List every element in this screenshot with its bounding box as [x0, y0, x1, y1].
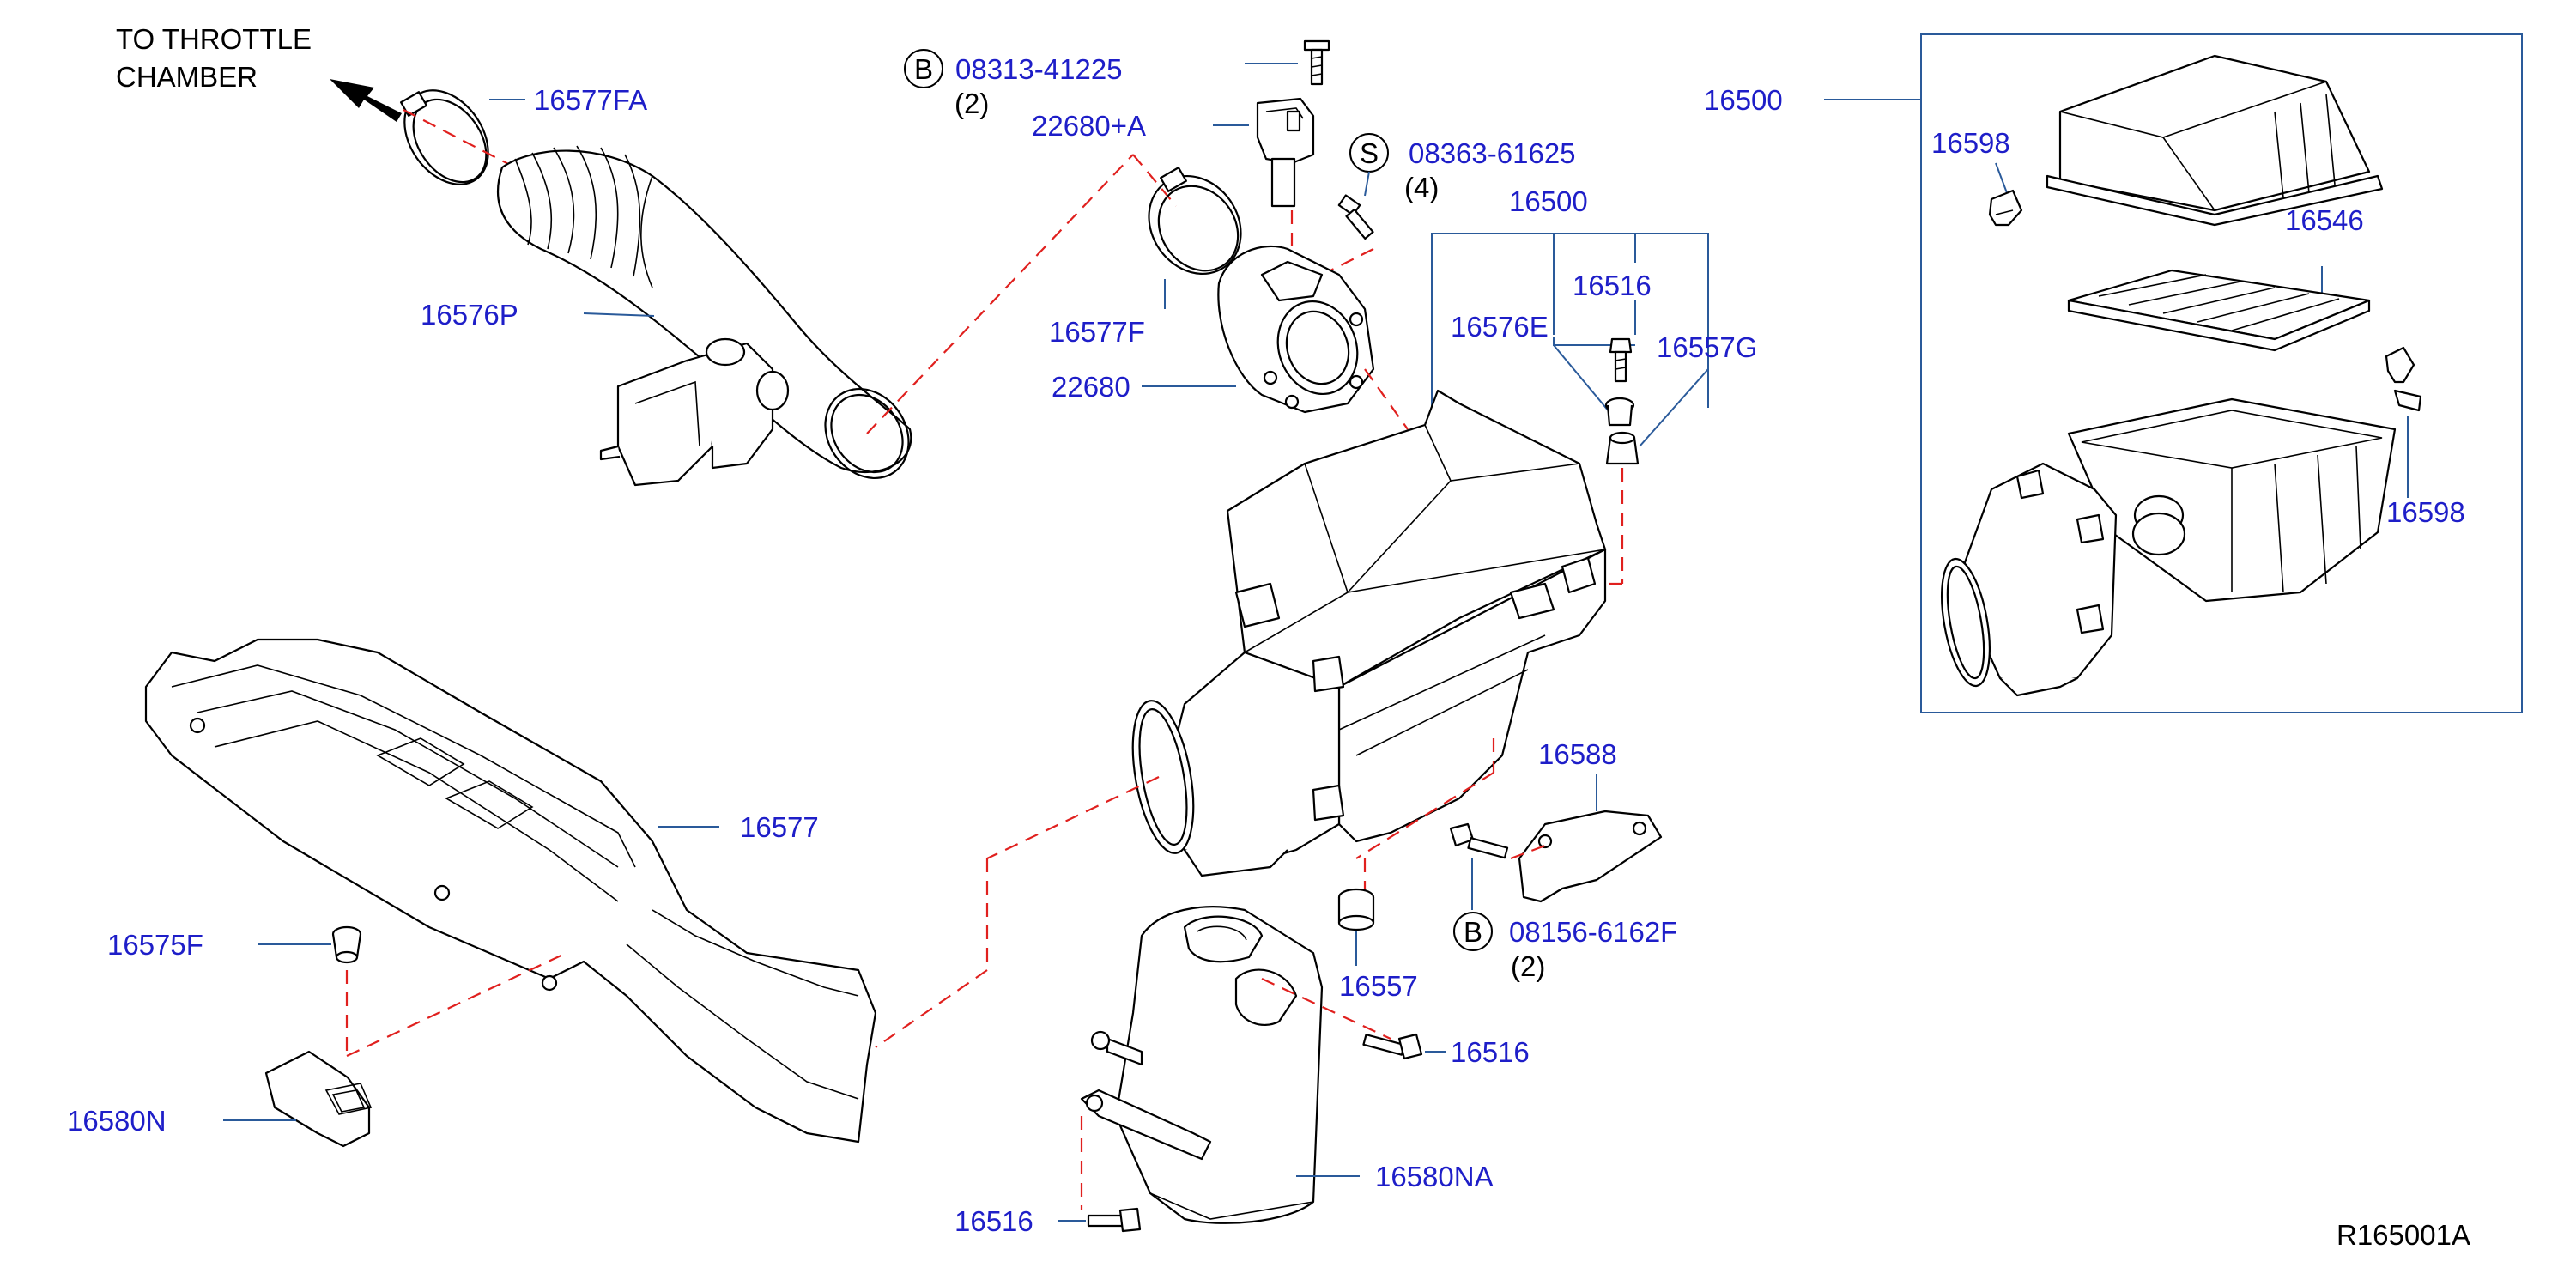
air-cleaner-assembly — [1131, 389, 1607, 877]
label-16500-center: 16500 — [1509, 185, 1588, 217]
bracket-16588 — [1518, 810, 1663, 903]
label-16575f: 16575F — [107, 929, 203, 961]
label-16576p: 16576P — [421, 299, 518, 331]
label-16516-mid: 16516 — [1451, 1036, 1530, 1068]
note-chamber: CHAMBER — [116, 61, 258, 93]
grommet-16557g — [1605, 431, 1640, 465]
label-16580n: 16580N — [67, 1105, 167, 1137]
clamp-16577f — [1148, 167, 1242, 276]
label-08156-6162f: 08156-6162F — [1509, 916, 1677, 948]
label-22680: 22680 — [1052, 371, 1130, 403]
label-16598-bottom: 16598 — [2386, 496, 2465, 528]
marker-s-letter: S — [1360, 137, 1379, 169]
label-16598-top: 16598 — [1931, 127, 2010, 159]
marker-b-top — [904, 49, 943, 88]
label-08313-qty: (2) — [955, 88, 989, 119]
label-16516-bottom: 16516 — [955, 1205, 1033, 1237]
air-duct-16576p — [496, 145, 912, 487]
air-filter-16546 — [2067, 269, 2371, 352]
bolt-16516-mid — [1362, 1033, 1423, 1060]
label-16557: 16557 — [1339, 970, 1418, 1002]
bolt-16516-bottom — [1087, 1207, 1142, 1233]
screw-08363 — [1337, 194, 1374, 240]
bolt-08156 — [1449, 822, 1509, 859]
lower-case-inset — [1941, 397, 2397, 697]
grommet-16557 — [1337, 888, 1375, 931]
marker-b-bottom-letter: B — [1464, 916, 1482, 948]
label-16577: 16577 — [740, 811, 819, 843]
label-16588: 16588 — [1538, 738, 1617, 770]
marker-b-top-letter: B — [914, 53, 933, 85]
label-22680a: 22680+A — [1032, 110, 1146, 142]
air-duct-16577 — [144, 638, 877, 1144]
label-16546: 16546 — [2285, 204, 2364, 236]
upper-case-inset — [2046, 54, 2384, 227]
clip-16598-top — [1988, 189, 2023, 227]
label-08156-qty: (2) — [1511, 950, 1545, 982]
screw-16516-top — [1609, 337, 1633, 383]
label-16577f: 16577F — [1049, 316, 1145, 348]
label-08363-qty: (4) — [1404, 172, 1439, 203]
inset-frame — [1920, 33, 2523, 713]
label-16516-top: 16516 — [1573, 270, 1652, 301]
note-throttle: TO THROTTLE — [116, 23, 312, 55]
air-flow-meter-22680 — [1217, 245, 1375, 414]
direction-arrow — [330, 79, 402, 122]
clip-16598-bottom — [2385, 346, 2422, 412]
marker-b-bottom — [1453, 912, 1493, 951]
resonator-16580na — [1080, 906, 1324, 1224]
label-16576e: 16576E — [1451, 311, 1549, 343]
mass-air-flow-sensor — [1256, 97, 1315, 208]
grommet-16575f — [331, 925, 362, 964]
label-16557g: 16557G — [1657, 331, 1757, 363]
clamp-16577fa — [400, 89, 489, 185]
label-16500-inset: 16500 — [1704, 84, 1783, 116]
drawing-code: R165001A — [2337, 1219, 2470, 1251]
label-16577fa: 16577FA — [534, 84, 647, 116]
label-16580na: 16580NA — [1375, 1161, 1494, 1192]
label-08313-41225: 08313-41225 — [955, 53, 1123, 85]
label-08363-61625: 08363-61625 — [1409, 137, 1576, 169]
screw-08313 — [1303, 39, 1330, 86]
bracket-16580n — [264, 1050, 373, 1148]
grommet-16576e — [1604, 397, 1635, 427]
